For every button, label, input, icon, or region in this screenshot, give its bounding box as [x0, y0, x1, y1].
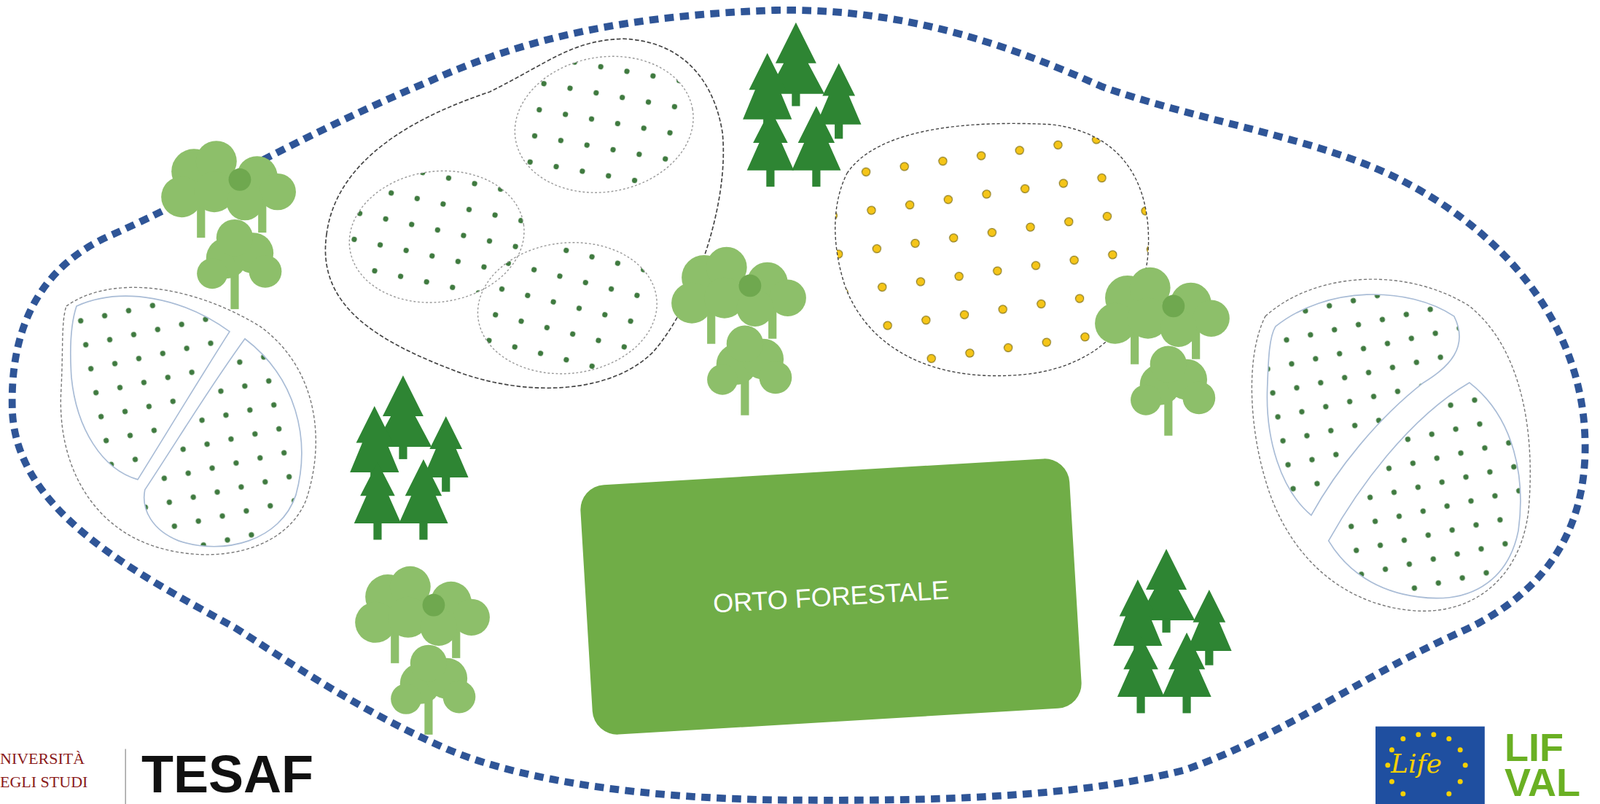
- life-logo: Life: [1390, 750, 1442, 778]
- university-name: EGLI STUDI: [0, 774, 88, 791]
- project-logo: VAL: [1504, 762, 1581, 802]
- garden-box: ORTO FORESTALE: [578, 457, 1083, 736]
- university-name: NIVERSITÀ: [0, 750, 85, 767]
- life-programme-logo: LIF: [1504, 727, 1564, 767]
- box-label: ORTO FORESTALE: [712, 573, 950, 619]
- tesaf-logo: TESAF: [141, 747, 314, 801]
